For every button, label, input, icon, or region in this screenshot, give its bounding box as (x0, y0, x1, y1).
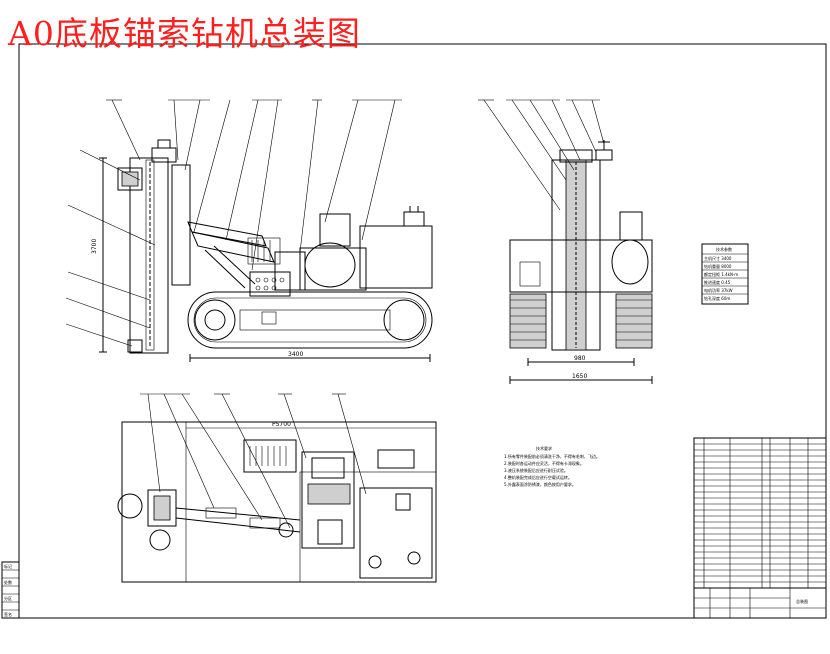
front-outer-dim: 1650 (572, 373, 587, 380)
parts-list (693, 437, 827, 589)
drawing-title: A0底板锚索钻机总装图 (8, 14, 361, 53)
spec-row: 钻孔深度 60m (704, 295, 730, 301)
spec-row: 主机尺寸 3400 (704, 255, 732, 261)
front-view: 980 1650 (478, 99, 653, 384)
spec-table: 技术参数 主机尺寸 3400 钻机重量 8000 额定扭矩 1.4kN·m 推进… (701, 243, 749, 305)
note-line: 4.整机装配完成后应进行空载试运转。 (504, 474, 572, 480)
notes-heading: 技术要求 (536, 445, 552, 451)
title-block-label: 总装图 (796, 598, 808, 604)
side-height-dim: 3700 (91, 239, 98, 254)
spec-row: 额定扭矩 1.4kN·m (704, 271, 738, 277)
side-view: 3700 (65, 99, 433, 362)
note-line: 5.外露表面涂防锈漆，颜色按用户要求。 (504, 481, 576, 487)
title-block: 总装图 (693, 587, 827, 619)
note-line: 2.装配时各运动件应灵活，不得有卡滞现象。 (504, 460, 584, 466)
spec-row: 推进速度 0.45 (704, 279, 731, 285)
sheet-border (18, 43, 827, 619)
note-line: 1.所有零件装配前必须清洗干净，不得有毛刺、飞边。 (504, 453, 600, 459)
front-inner-dim: 980 (574, 355, 586, 362)
left-revision-strip: 标记 处数 分区 签名 (1, 561, 20, 619)
plan-length-dim: P5700 (272, 421, 291, 428)
plan-view: P5700 (117, 393, 437, 583)
spec-row: 电机功率 37kW (704, 287, 733, 293)
spec-row: 钻机重量 8000 (704, 263, 732, 269)
technical-notes: 技术要求 1.所有零件装配前必须清洗干净，不得有毛刺、飞边。 2.装配时各运动件… (504, 445, 600, 487)
spec-heading: 技术参数 (716, 246, 732, 252)
strip-label-1: 标记 (4, 563, 12, 569)
strip-label-4: 签名 (4, 611, 12, 617)
strip-label-2: 处数 (4, 579, 12, 585)
note-line: 3.液压系统装配后应进行耐压试验。 (504, 467, 568, 473)
strip-label-3: 分区 (4, 595, 12, 601)
side-width-dim: 3400 (288, 351, 303, 358)
